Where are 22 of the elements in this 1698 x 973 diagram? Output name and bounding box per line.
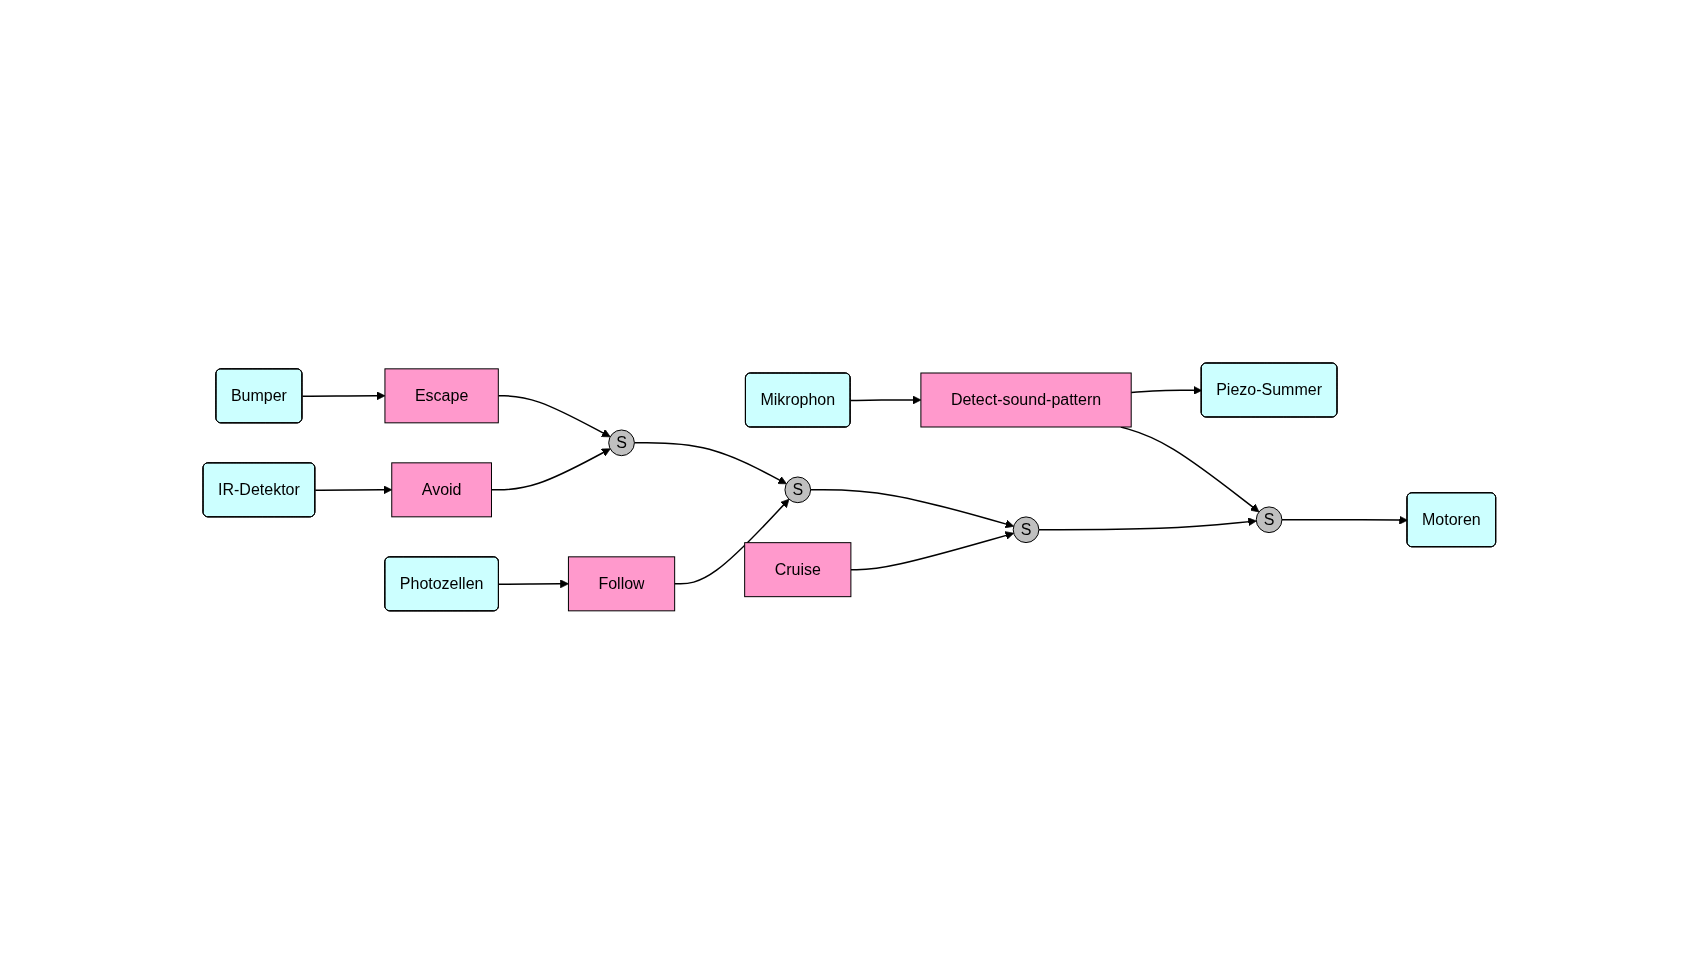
arrow xyxy=(673,498,790,585)
node-box: Follow xyxy=(567,555,675,611)
node-box: Cruise xyxy=(743,541,852,597)
arrow xyxy=(497,394,611,437)
node-circle: S xyxy=(607,429,635,456)
arrow xyxy=(1280,515,1408,525)
arrow xyxy=(809,488,1014,528)
node-circle: S xyxy=(1012,516,1039,543)
arrow xyxy=(314,485,392,494)
arrow xyxy=(633,441,787,484)
arrow xyxy=(849,530,1014,570)
node-box: Avoid xyxy=(390,461,492,517)
arrow xyxy=(490,448,611,491)
node-circle: S xyxy=(784,476,811,503)
arrow xyxy=(849,395,921,404)
arrow xyxy=(1037,516,1257,531)
arrow xyxy=(497,579,569,588)
node-box: Detect-sound-pattern xyxy=(920,372,1132,428)
arrow xyxy=(1130,385,1202,395)
arrow xyxy=(301,391,385,400)
node-box: Escape xyxy=(384,367,499,423)
node-circle: S xyxy=(1255,506,1283,533)
